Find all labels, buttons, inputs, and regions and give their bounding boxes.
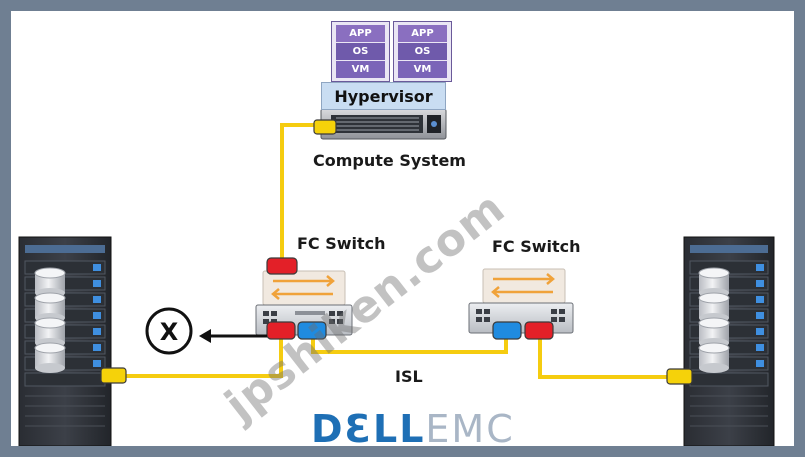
cable-isl bbox=[311, 338, 508, 354]
storage-array-left bbox=[18, 236, 112, 446]
fc-switch-left-port-red-top bbox=[266, 257, 298, 275]
cable-storage-left-to-fc-switch-left bbox=[124, 333, 283, 378]
switch-arrows-icon bbox=[271, 275, 335, 300]
compute-server-port-yellow bbox=[313, 119, 337, 135]
cable-compute-to-fc-switch-left bbox=[280, 123, 321, 258]
vm-left-vm: VM bbox=[336, 61, 385, 78]
fc-switch-left-label: FC Switch bbox=[297, 234, 386, 253]
hypervisor-label: Hypervisor bbox=[334, 87, 433, 106]
storage-right-port-yellow bbox=[666, 368, 693, 385]
switch-arrows-icon bbox=[491, 273, 555, 298]
disk-stack-icon bbox=[34, 267, 66, 373]
fc-switch-right bbox=[468, 268, 574, 334]
san-topology-diagram: X bbox=[18, 108, 775, 446]
fc-switch-right-label: FC Switch bbox=[492, 237, 581, 256]
vm-stack-left: APP OS VM bbox=[331, 21, 390, 82]
failure-mark: X bbox=[160, 318, 179, 346]
cables bbox=[124, 123, 674, 379]
vm-right-os: OS bbox=[398, 43, 447, 60]
dell-emc-logo: DƐLLEMC bbox=[311, 409, 515, 446]
vm-left-os: OS bbox=[336, 43, 385, 60]
vm-right-app: APP bbox=[398, 25, 447, 42]
hypervisor-bar: Hypervisor bbox=[321, 82, 446, 110]
brand-emc: EMC bbox=[425, 407, 515, 446]
isl-label: ISL bbox=[395, 367, 423, 386]
compute-server bbox=[320, 108, 447, 140]
storage-left-port-yellow bbox=[100, 367, 127, 384]
brand-dell: DƐLL bbox=[311, 407, 426, 446]
fc-switch-left-port-red-front bbox=[266, 321, 296, 340]
failure-circle-icon bbox=[145, 307, 193, 355]
fc-switch-right-port-red bbox=[524, 321, 554, 340]
diagram-canvas: X bbox=[11, 11, 794, 446]
storage-array-right bbox=[683, 236, 775, 446]
disk-stack-icon bbox=[698, 267, 730, 373]
fc-switch-left-port-blue bbox=[297, 321, 327, 340]
vm-stack-right: APP OS VM bbox=[393, 21, 452, 82]
vm-right-vm: VM bbox=[398, 61, 447, 78]
fc-switch-right-port-blue bbox=[492, 321, 522, 340]
cable-fc-switch-right-to-storage-right bbox=[538, 338, 674, 379]
compute-system-label: Compute System bbox=[313, 151, 466, 170]
failure-arrow bbox=[199, 329, 267, 343]
vm-left-app: APP bbox=[336, 25, 385, 42]
